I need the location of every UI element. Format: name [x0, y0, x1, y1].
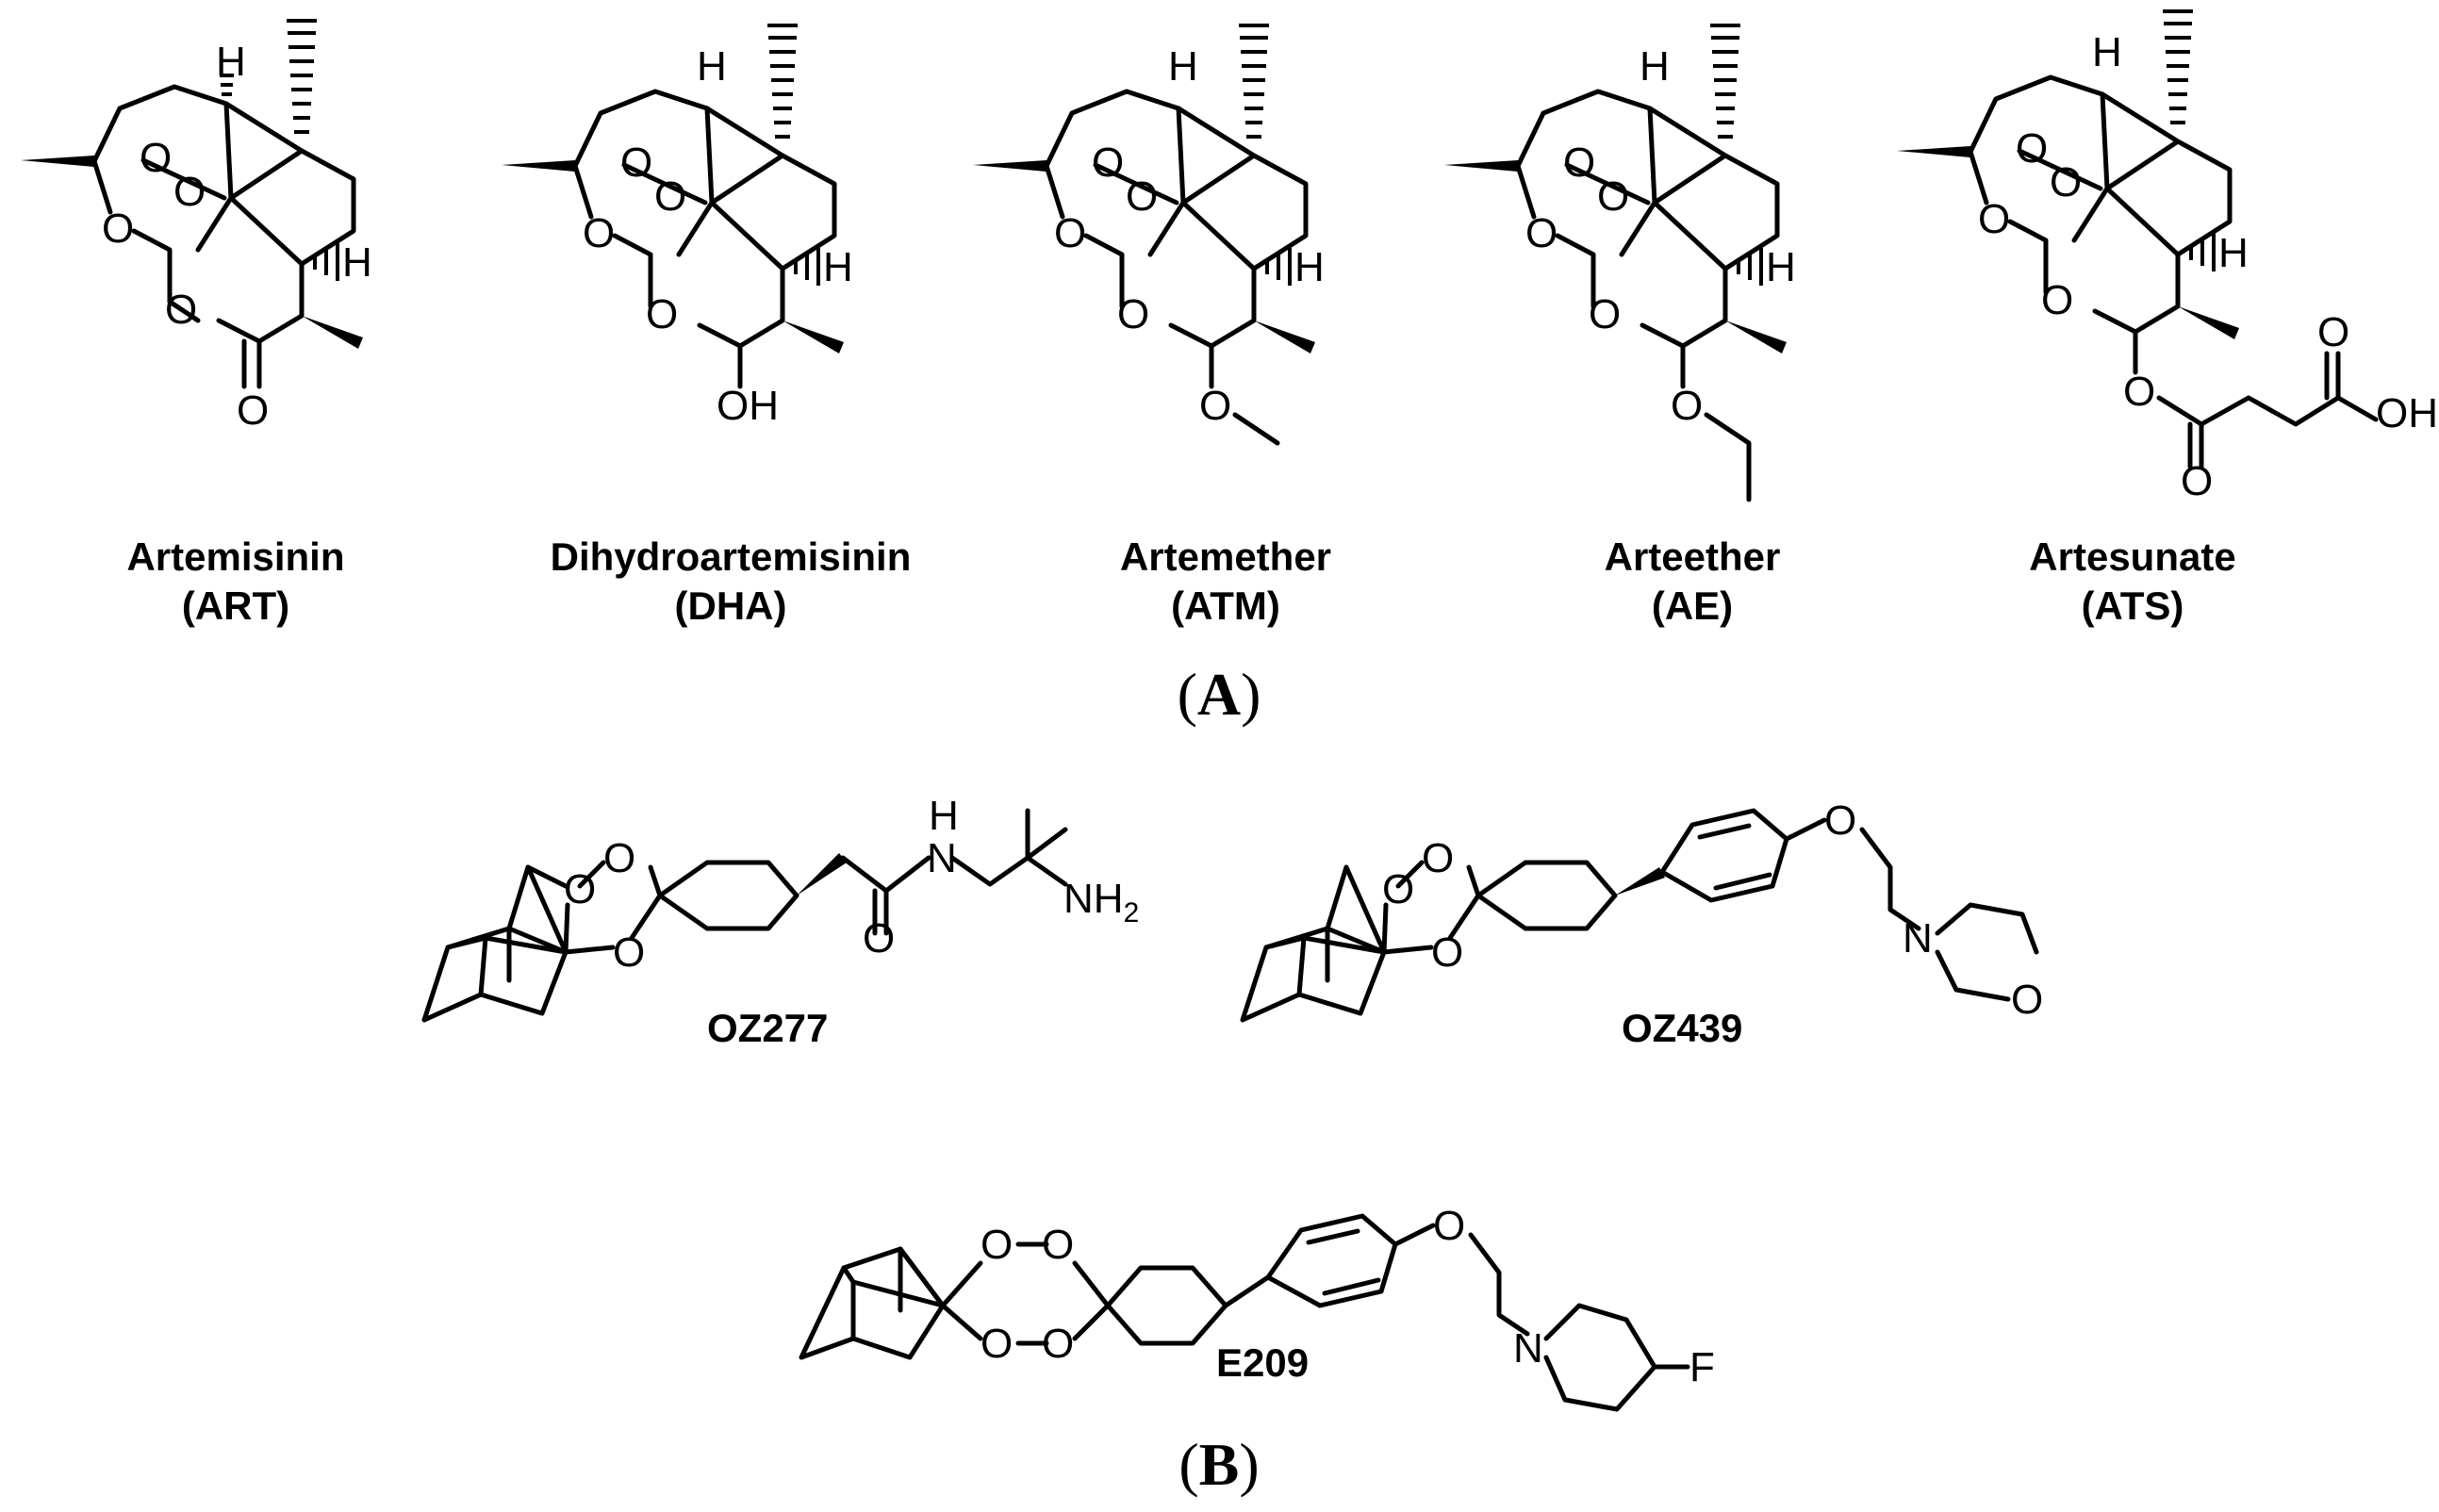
panel-b: O O O O N H NH2 OZ277	[421, 793, 2043, 1498]
h-atom: H	[216, 39, 246, 85]
structure-dihydroartemisinin: H O O O O H OH	[502, 24, 853, 429]
compound-name-e209: E209	[1216, 1340, 1309, 1385]
nh2-group: NH2	[1063, 876, 1139, 929]
h-atom: H	[1168, 43, 1198, 90]
o-atom: O	[620, 140, 652, 186]
o-atom: O	[981, 1321, 1013, 1367]
o-atom: O	[1433, 1203, 1465, 1249]
o-atom: O	[863, 915, 895, 961]
h-atom: H	[1294, 244, 1325, 290]
compound-abbr-art: (ART)	[182, 583, 289, 628]
compound-abbr-atm: (ATM)	[1171, 583, 1280, 628]
panel-a-label: (A)	[1178, 661, 1261, 728]
f-atom: F	[1689, 1344, 1715, 1390]
o-atom: O	[1042, 1222, 1074, 1268]
h-atom: H	[1766, 244, 1796, 290]
compound-name-ats: Artesunate	[2029, 534, 2235, 579]
h-atom: H	[342, 239, 372, 286]
o-atom: O	[1199, 383, 1231, 429]
compound-abbr-ats: (ATS)	[2082, 583, 2184, 628]
o-atom: O	[1431, 929, 1463, 976]
structure-arteether: H O O O O H O	[1444, 24, 1796, 502]
o-atom: O	[1589, 291, 1621, 337]
compound-name-dha: Dihydroartemisinin	[551, 534, 912, 579]
o-atom: O	[237, 387, 269, 434]
o-atom: O	[1978, 196, 2010, 242]
compound-name-ae: Arteether	[1605, 534, 1781, 579]
o-atom: O	[613, 929, 645, 976]
oh-group: OH	[2376, 390, 2438, 436]
structure-artemisinin: H O O O O H O	[21, 19, 372, 434]
panel-a: H O O O O H O H O	[21, 9, 2438, 728]
o-atom: O	[1126, 173, 1158, 220]
n-atom: N	[927, 835, 957, 881]
o-atom: O	[603, 835, 635, 881]
o-atom: O	[564, 866, 596, 912]
o-atom: O	[1092, 140, 1124, 186]
o-atom: O	[2123, 369, 2155, 415]
o-atom: O	[2011, 977, 2043, 1023]
o-atom: O	[981, 1222, 1013, 1268]
compound-name-atm: Artemether	[1120, 534, 1331, 579]
structure-artemether: H O O O O H O	[973, 24, 1325, 446]
o-atom: O	[1054, 210, 1086, 256]
h-atom: H	[2092, 29, 2122, 75]
compound-abbr-dha: (DHA)	[675, 583, 787, 628]
h-atom: H	[929, 793, 959, 839]
compound-name-art: Artemisinin	[126, 534, 344, 579]
o-atom: O	[140, 135, 172, 181]
structure-oz277: O O O O N H NH2	[421, 793, 1139, 1023]
structure-oz439: O O O O N O	[1240, 797, 2043, 1023]
o-atom: O	[654, 173, 686, 220]
h-atom: H	[1640, 43, 1670, 90]
o-atom: O	[1597, 173, 1629, 220]
compound-name-oz277: OZ277	[707, 1006, 828, 1050]
panel-a-labels: Artemisinin (ART) Dihydroartemisinin (DH…	[126, 534, 2235, 628]
o-atom: O	[1117, 291, 1149, 337]
o-atom: O	[2317, 309, 2349, 355]
structure-artesunate: H O O O O H O O O OH	[1897, 9, 2438, 504]
o-atom: O	[2181, 458, 2213, 504]
o-atom: O	[1422, 835, 1454, 881]
oh-group: OH	[717, 383, 779, 429]
h-atom: H	[823, 244, 853, 290]
h-atom: H	[2218, 230, 2249, 276]
o-atom: O	[646, 291, 678, 337]
o-atom: O	[1525, 210, 1557, 256]
o-atom: O	[2050, 159, 2082, 205]
o-atom: O	[2041, 277, 2073, 323]
o-atom: O	[2016, 125, 2048, 172]
n-atom: N	[1903, 915, 1933, 961]
o-atom: O	[165, 287, 197, 333]
o-atom: O	[583, 210, 615, 256]
o-atom: O	[102, 205, 134, 252]
o-atom: O	[1382, 866, 1414, 912]
o-atom: O	[1563, 140, 1595, 186]
n-atom: N	[1513, 1325, 1543, 1372]
compound-name-oz439: OZ439	[1622, 1006, 1742, 1050]
compound-abbr-ae: (AE)	[1652, 583, 1733, 628]
o-atom: O	[1824, 797, 1856, 844]
panel-b-label: (B)	[1178, 1431, 1259, 1498]
h-atom: H	[697, 43, 727, 90]
structure-e209: O O O O O N F	[799, 1203, 1715, 1412]
o-atom: O	[1671, 383, 1703, 429]
o-atom: O	[1042, 1321, 1074, 1367]
o-atom: O	[173, 169, 206, 215]
